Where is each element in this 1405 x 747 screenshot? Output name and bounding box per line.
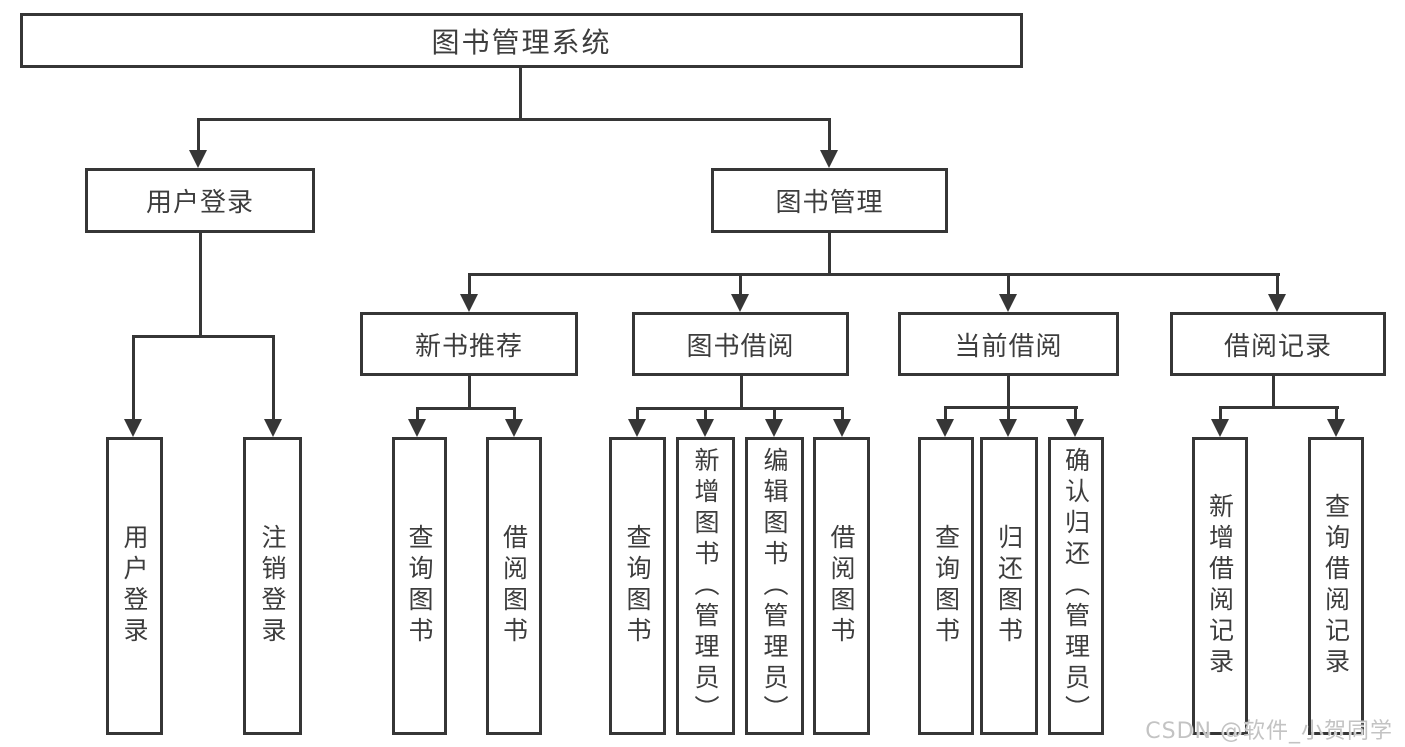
connector-line — [1276, 273, 1279, 296]
node-book-management: 图书管理 — [711, 168, 948, 233]
arrow-down-icon — [999, 419, 1017, 437]
connector-line — [739, 273, 742, 296]
arrow-down-icon — [124, 419, 142, 437]
node-user-login: 用户登录 — [85, 168, 315, 233]
connector-line — [416, 407, 516, 410]
leaf-label: 新增借阅记录 — [1205, 493, 1235, 679]
node-new-book-recommendation: 新书推荐 — [360, 312, 578, 376]
node-label: 用户登录 — [145, 188, 254, 218]
connector-line — [197, 118, 831, 121]
leaf-search-books: 查询图书 — [918, 437, 974, 735]
connector-line — [468, 273, 1280, 276]
node-label: 图书借阅 — [686, 331, 795, 362]
connector-line — [1335, 406, 1338, 423]
arrow-down-icon — [189, 150, 207, 168]
node-book-borrowing: 图书借阅 — [632, 312, 849, 376]
connector-line — [944, 406, 1078, 409]
leaf-label: 查询图书 — [405, 524, 434, 648]
leaf-label: 查询借阅记录 — [1321, 493, 1351, 679]
leaf-edit-books-admin: 编辑图书（管理员） — [745, 437, 804, 735]
arrow-down-icon — [731, 294, 749, 312]
arrow-down-icon — [460, 294, 478, 312]
leaf-return-books: 归还图书 — [980, 437, 1038, 735]
leaf-add-books-admin: 新增图书（管理员） — [676, 437, 735, 735]
connector-line — [416, 407, 419, 423]
connector-line — [272, 335, 275, 423]
connector-line — [773, 407, 776, 423]
connector-line — [828, 233, 831, 273]
arrow-down-icon — [1066, 419, 1084, 437]
node-label: 借阅记录 — [1223, 331, 1332, 362]
arrow-down-icon — [408, 419, 426, 437]
arrow-down-icon — [1327, 419, 1345, 437]
connector-line — [468, 273, 471, 296]
leaf-label: 查询图书 — [931, 524, 961, 648]
leaf-confirm-return-admin: 确认归还（管理员） — [1048, 437, 1104, 735]
leaf-user-login: 用户登录 — [106, 437, 163, 735]
connector-line — [197, 118, 200, 154]
connector-line — [519, 68, 522, 118]
connector-line — [132, 335, 275, 338]
leaf-logout: 注销登录 — [243, 437, 302, 735]
arrow-down-icon — [1268, 294, 1286, 312]
arrow-down-icon — [820, 150, 838, 168]
csdn-watermark: CSDN @软件_小贺同学 — [1145, 719, 1393, 744]
leaf-search-borrow-record: 查询借阅记录 — [1308, 437, 1364, 735]
connector-line — [841, 407, 844, 423]
connector-line — [1007, 273, 1010, 296]
leaf-add-borrow-record: 新增借阅记录 — [1192, 437, 1248, 735]
connector-line — [1272, 376, 1275, 406]
leaf-label: 借阅图书 — [827, 524, 856, 648]
node-label: 图书管理 — [775, 188, 884, 218]
connector-line — [1007, 376, 1010, 423]
connector-line — [636, 407, 844, 410]
arrow-down-icon — [765, 419, 783, 437]
node-borrowing-records: 借阅记录 — [1170, 312, 1386, 376]
connector-line — [132, 335, 135, 423]
arrow-down-icon — [999, 294, 1017, 312]
node-root-label: 图书管理系统 — [431, 25, 612, 59]
node-label: 新书推荐 — [414, 331, 523, 362]
connector-line — [944, 406, 947, 423]
leaf-label: 归还图书 — [994, 524, 1024, 648]
leaf-search-books: 查询图书 — [392, 437, 447, 735]
leaf-label: 查询图书 — [623, 524, 652, 648]
arrow-down-icon — [264, 419, 282, 437]
leaf-label: 编辑图书（管理员） — [760, 446, 789, 726]
connector-line — [828, 118, 831, 154]
leaf-label: 新增图书（管理员） — [691, 446, 720, 726]
node-label: 当前借阅 — [954, 331, 1063, 362]
connector-line — [468, 376, 471, 407]
arrow-down-icon — [936, 419, 954, 437]
arrow-down-icon — [696, 419, 714, 437]
connector-line — [704, 407, 707, 423]
leaf-borrow-books: 借阅图书 — [486, 437, 542, 735]
connector-line — [740, 376, 743, 407]
node-current-borrowing: 当前借阅 — [898, 312, 1119, 376]
leaf-label: 确认归还（管理员） — [1061, 446, 1091, 726]
arrow-down-icon — [505, 419, 523, 437]
leaf-search-books: 查询图书 — [609, 437, 666, 735]
connector-line — [1219, 406, 1339, 409]
arrow-down-icon — [833, 419, 851, 437]
node-root: 图书管理系统 — [20, 13, 1023, 68]
arrow-down-icon — [628, 419, 646, 437]
connector-line — [1219, 406, 1222, 423]
leaf-label: 借阅图书 — [499, 524, 529, 648]
connector-line — [636, 407, 639, 423]
connector-line — [1074, 406, 1077, 423]
connector-line — [513, 407, 516, 423]
connector-line — [199, 233, 202, 335]
leaf-label: 用户登录 — [120, 524, 149, 648]
arrow-down-icon — [1211, 419, 1229, 437]
leaf-borrow-books: 借阅图书 — [813, 437, 870, 735]
leaf-label: 注销登录 — [258, 524, 287, 648]
